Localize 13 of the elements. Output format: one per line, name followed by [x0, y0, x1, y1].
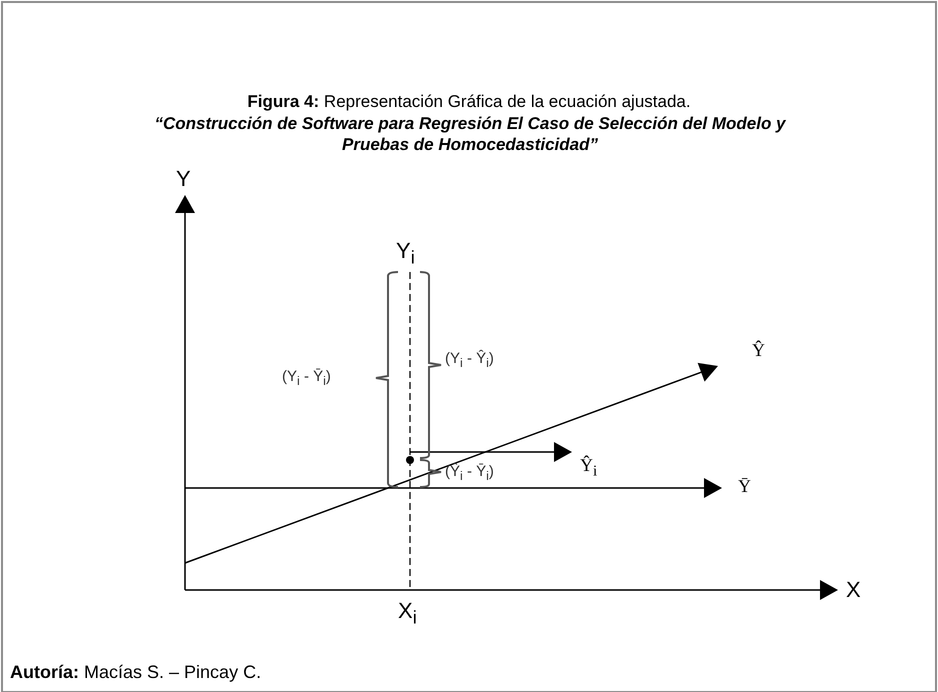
deviation-label: (Y$_{i}$ - Ŷ$_{i}$) — [445, 350, 494, 370]
deviation-label: (Ŷ$_{i}$ - Ȳ$_{i}$) — [445, 463, 494, 483]
author-credit: Autoría: Macías S. – Pincay C. — [10, 662, 262, 683]
line-label: Ŷ — [752, 340, 765, 361]
figure-subtitle: “Construcción de Software para Regresión El Caso de Selección del Modelo y Pruebas de Homocedasticidad” — [153, 113, 787, 155]
axis-label: X — [846, 577, 861, 603]
point-label: Ŷ$_{i}$ — [580, 455, 598, 481]
point-label: Y$_{i}$ — [396, 238, 415, 268]
line-label: Ȳ — [738, 476, 751, 497]
axis-label: Y — [176, 166, 191, 192]
figure-title: Figura 4: Representación Gráfica de la ecuación ajustada. — [246, 92, 692, 112]
deviation-label: (Y$_{i}$ - Ȳ$_{i}$) — [282, 368, 331, 388]
tick-label: X$_{i}$ — [398, 598, 417, 628]
